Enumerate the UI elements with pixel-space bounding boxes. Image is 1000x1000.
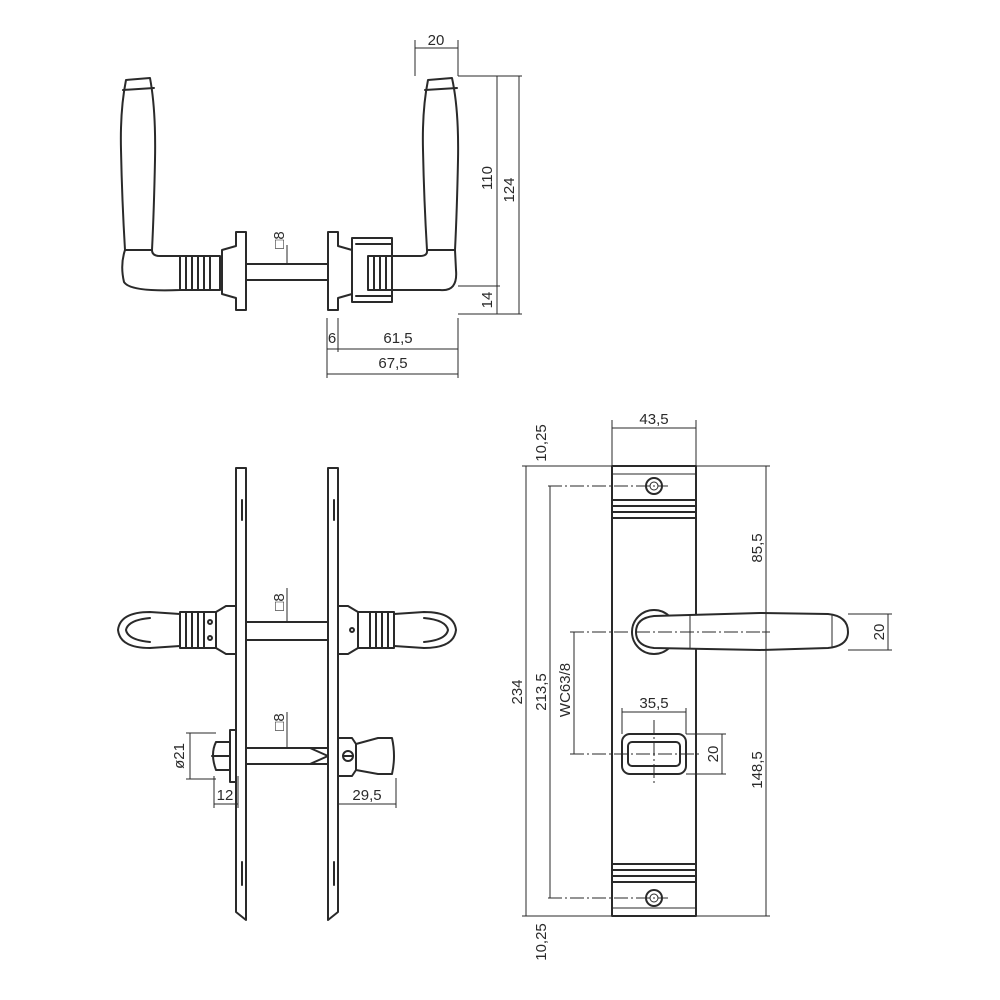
right-lever-neck (391, 249, 458, 292)
dim-61-5-label: 61,5 (383, 330, 412, 347)
right-rose (327, 231, 353, 311)
dim-sq8-label: □8 (271, 231, 288, 248)
dim-234-label: 234 (509, 679, 526, 704)
top-dimensions: 20 110 124 14 □8 6 61,5 67,5 (271, 32, 522, 378)
dim-110-label: 110 (479, 166, 496, 190)
dim-43-5-label: 43,5 (639, 411, 668, 428)
dim-12-label: 12 (217, 787, 234, 804)
dim-dia21-label: ø21 (171, 743, 188, 769)
dim-85-5-label: 85,5 (749, 533, 766, 562)
left-collar (179, 255, 221, 291)
dim-20-label: 20 (428, 32, 445, 49)
dim-213-5-label: 213,5 (533, 673, 550, 711)
wc-turn-left (211, 729, 237, 783)
upper-lever-left (117, 605, 237, 655)
top-view: 20 110 124 14 □8 6 61,5 67,5 (119, 32, 522, 378)
dim-10-25-bottom-label: 10,25 (533, 923, 550, 961)
upper-lever-right (337, 605, 457, 655)
left-rose (221, 231, 247, 311)
dim-35-5-label: 35,5 (639, 695, 668, 712)
dim-6-label: 6 (328, 330, 336, 347)
bottom-grooves (611, 863, 697, 883)
side-view: □8 □8 ø21 12 29,5 (117, 467, 457, 921)
front-backplate (611, 465, 697, 917)
front-view: 43,5 10,25 234 213,5 WC63/8 35,5 (509, 411, 892, 961)
dim-14-label: 14 (479, 292, 496, 309)
dim-148-5-label: 148,5 (749, 751, 766, 789)
side-dimensions: □8 □8 ø21 12 29,5 (171, 588, 397, 808)
left-backplate (235, 467, 247, 921)
top-grooves (611, 499, 697, 519)
upper-spindle (245, 621, 329, 641)
dim-10-25-top-label: 10,25 (533, 424, 550, 462)
dim-124-label: 124 (501, 177, 518, 202)
dim-20-lever-label: 20 (871, 624, 888, 641)
spindle (245, 263, 329, 281)
dim-20-slot-label: 20 (705, 746, 722, 763)
dim-sq8-lower-label: □8 (271, 713, 288, 730)
front-dimensions: 43,5 10,25 234 213,5 WC63/8 35,5 (509, 411, 892, 961)
right-backplate (327, 467, 339, 921)
left-lever-neck (121, 249, 181, 292)
dim-sq8-upper-label: □8 (271, 593, 288, 610)
right-collar (351, 237, 393, 303)
dim-wc-label: WC63/8 (557, 663, 574, 717)
right-lever-grip (421, 77, 460, 251)
dim-67-5-label: 67,5 (378, 355, 407, 372)
left-lever-grip (119, 77, 157, 251)
dim-29-5-label: 29,5 (352, 787, 381, 804)
wc-turn-right (337, 737, 395, 777)
